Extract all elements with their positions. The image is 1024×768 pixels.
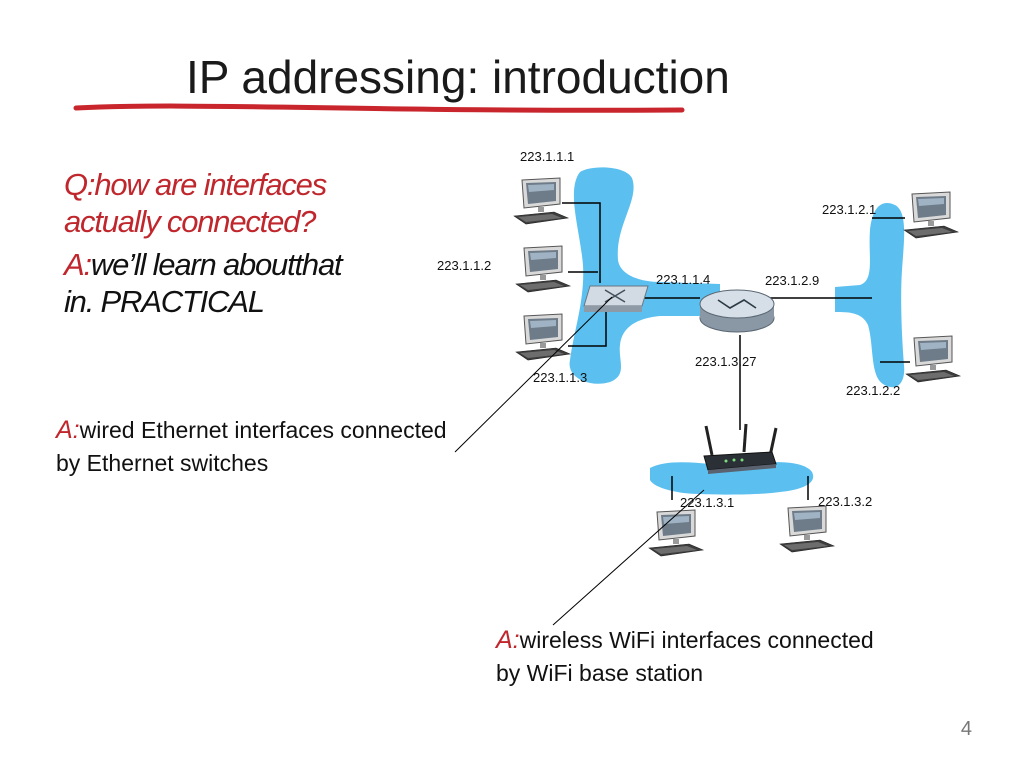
wireless-line-2: by WiFi base station xyxy=(496,660,704,686)
wireless-line-1: wireless WiFi interfaces connected xyxy=(519,627,874,653)
host-223-1-2-1 xyxy=(903,191,959,239)
link-h3-switch xyxy=(568,306,607,347)
answer-line-2: in. PRACTICAL xyxy=(64,283,341,320)
q-text-1: how are interfaces xyxy=(94,167,327,202)
ip-label-w1: 223.1.3.1 xyxy=(680,495,735,510)
subnet-2-blob xyxy=(835,202,905,388)
host-223-1-2-2 xyxy=(905,335,961,383)
host-223-1-1-1 xyxy=(513,177,569,225)
ip-label-h1: 223.1.1.1 xyxy=(520,149,575,164)
a-text-2: in. PRACTICAL xyxy=(64,284,265,319)
link-h1-switch xyxy=(562,202,601,283)
a-text-1: we’ll learn aboutthat xyxy=(90,247,343,282)
question-line-1: Q:how are interfaces xyxy=(64,166,341,203)
wireless-annotation: A:wireless WiFi interfaces connected by … xyxy=(496,624,874,690)
ip-label-r1: 223.1.1.4 xyxy=(656,272,711,287)
ip-label-w2: 223.1.3.2 xyxy=(818,494,873,509)
q-label: Q: xyxy=(64,167,96,202)
slide-number: 4 xyxy=(960,718,972,740)
ip-label-h4: 223.1.2.1 xyxy=(822,202,877,217)
ip-label-r2: 223.1.2.9 xyxy=(765,273,820,288)
wired-a-label: A: xyxy=(56,416,80,444)
callout-line-wired xyxy=(454,296,613,453)
host-223-1-1-3 xyxy=(515,313,571,361)
wifi-base-station-icon xyxy=(703,423,778,474)
ip-label-h5: 223.1.2.2 xyxy=(846,383,901,398)
a-label: A: xyxy=(64,247,92,282)
q-text-2: actually connected? xyxy=(64,204,316,239)
slide-title: IP addressing: introduction xyxy=(186,51,730,103)
subnet-1-blob xyxy=(569,167,720,384)
ip-label-h3: 223.1.1.3 xyxy=(533,370,588,385)
subnet-3-blob xyxy=(650,462,814,495)
wired-annotation: A:wired Ethernet interfaces connected by… xyxy=(56,414,447,480)
answer-line-1: A:we’ll learn aboutthat xyxy=(64,246,343,283)
host-223-1-3-2 xyxy=(779,505,835,553)
wired-line-1: wired Ethernet interfaces connected xyxy=(79,417,447,443)
wireless-a-label: A: xyxy=(496,626,520,654)
ip-label-r3: 223.1.3.27 xyxy=(695,354,757,369)
router-icon xyxy=(699,289,775,333)
switch-icon xyxy=(583,285,649,312)
wired-line-2: by Ethernet switches xyxy=(56,450,269,476)
title-underline xyxy=(73,103,685,113)
ip-label-h2: 223.1.1.2 xyxy=(437,258,492,273)
question-line-2: actually connected? xyxy=(64,203,341,240)
question-answer-block: Q:how are interfaces actually connected?… xyxy=(64,166,343,320)
host-223-1-3-1 xyxy=(648,509,704,557)
host-223-1-1-2 xyxy=(515,245,571,293)
callout-line-wireless xyxy=(552,489,705,626)
